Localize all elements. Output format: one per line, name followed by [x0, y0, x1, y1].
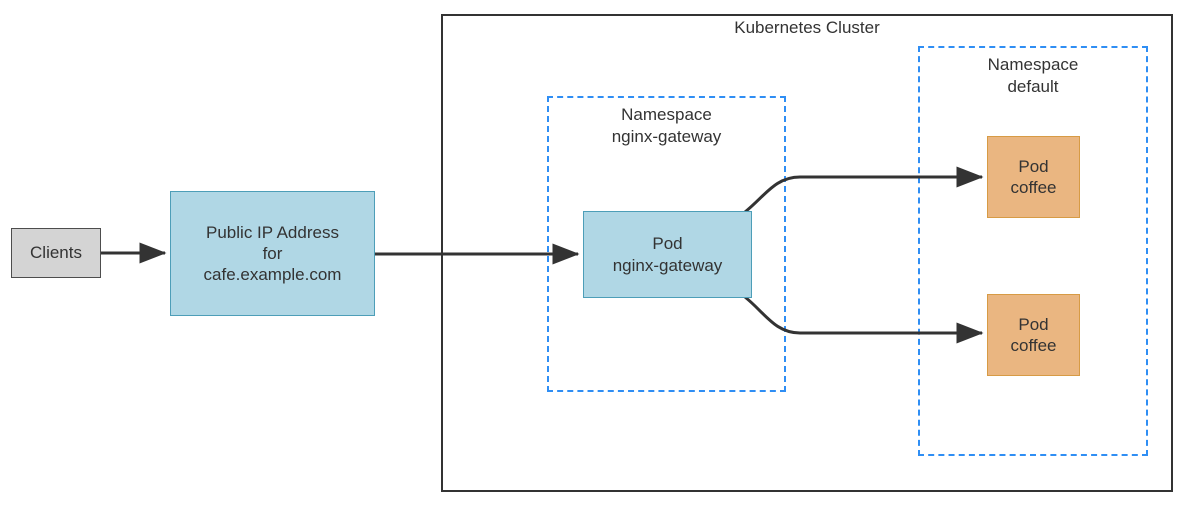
node-pod-coffee-2[interactable]: Pod coffee: [987, 294, 1080, 376]
node-public-ip-address[interactable]: Public IP Address for cafe.example.com: [170, 191, 375, 316]
kubernetes-cluster-title: Kubernetes Cluster: [734, 18, 880, 37]
namespace-default-label: Namespace default: [987, 55, 1079, 97]
node-clients[interactable]: Clients: [11, 228, 101, 278]
node-pod-coffee-1[interactable]: Pod coffee: [987, 136, 1080, 218]
namespace-nginx-gateway-label: Namespace nginx-gateway: [611, 105, 722, 147]
namespace-default-boundary: [918, 46, 1148, 456]
node-pod-nginx-gateway[interactable]: Pod nginx-gateway: [583, 211, 752, 298]
namespace-nginx-gateway-boundary: [547, 96, 786, 392]
